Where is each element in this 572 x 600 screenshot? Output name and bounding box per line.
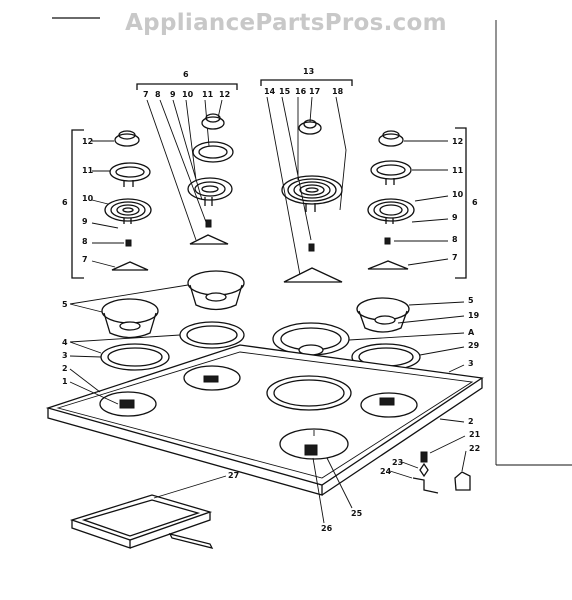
callout-label: A (468, 328, 475, 337)
hardware-parts: 21 22 23 24 (380, 430, 481, 494)
callout-label: 12 (452, 137, 463, 146)
callout-label: 25 (351, 509, 363, 518)
left-element-group: 6 12 11 10 9 8 (62, 129, 152, 279)
callout-label: 7 (143, 90, 149, 99)
callout-label: 10 (182, 90, 194, 99)
callout-label: 7 (452, 253, 458, 262)
callout-label: 22 (469, 444, 480, 453)
callout-label: 9 (170, 90, 176, 99)
callout-label: 13 (303, 67, 314, 76)
callout-label: 9 (452, 213, 458, 222)
callout-label: 10 (82, 194, 94, 203)
callout-label: 18 (332, 87, 344, 96)
callout-label: 12 (219, 90, 230, 99)
callout-label: 19 (468, 311, 480, 320)
callout-label: 11 (82, 166, 94, 175)
callout-label: 8 (452, 235, 458, 244)
callout-label: 5 (468, 296, 474, 305)
callout-label: 26 (321, 524, 333, 533)
callout-label: 11 (202, 90, 214, 99)
callout-label: 27 (228, 471, 239, 480)
callout-label: 2 (468, 417, 474, 426)
callout-label: 7 (82, 255, 88, 264)
callout-label: 5 (62, 300, 68, 309)
callout-label: 9 (82, 217, 88, 226)
callout-label: 24 (380, 467, 392, 476)
callout-label: 21 (469, 430, 481, 439)
callout-label: 3 (468, 359, 474, 368)
callout-label: 2 (62, 364, 68, 373)
callout-label: 12 (82, 137, 93, 146)
callout-label: 23 (392, 458, 403, 467)
callout-label: 29 (468, 341, 480, 350)
callout-label: 15 (279, 87, 291, 96)
griddle: 27 (69, 471, 239, 549)
callout-label: 14 (264, 87, 276, 96)
callout-label: 10 (452, 190, 464, 199)
right-element-group: 6 12 11 10 9 8 7 (367, 127, 478, 279)
cooktop-panel: 3 2 1 3 2 25 26 (45, 344, 484, 533)
center-element-group: 13 14 15 16 17 18 (260, 67, 353, 283)
callout-label: 4 (62, 338, 68, 347)
callout-label: 8 (82, 237, 88, 246)
center-left-element-group: 6 7 8 9 10 11 12 (136, 70, 238, 245)
callout-label: 6 (472, 198, 478, 207)
watermark: AppliancePartsPros.com (125, 10, 447, 36)
trim-rings: 4 A 29 (62, 321, 480, 371)
callout-label: 6 (183, 70, 189, 79)
drip-bowls: 5 5 19 (62, 270, 480, 339)
callout-6-left: 6 (62, 198, 68, 207)
callout-label: 1 (62, 377, 68, 386)
callout-label: 8 (155, 90, 161, 99)
callout-label: 17 (309, 87, 320, 96)
callout-label: 11 (452, 166, 464, 175)
callout-label: 3 (62, 351, 68, 360)
callout-label: 16 (295, 87, 307, 96)
